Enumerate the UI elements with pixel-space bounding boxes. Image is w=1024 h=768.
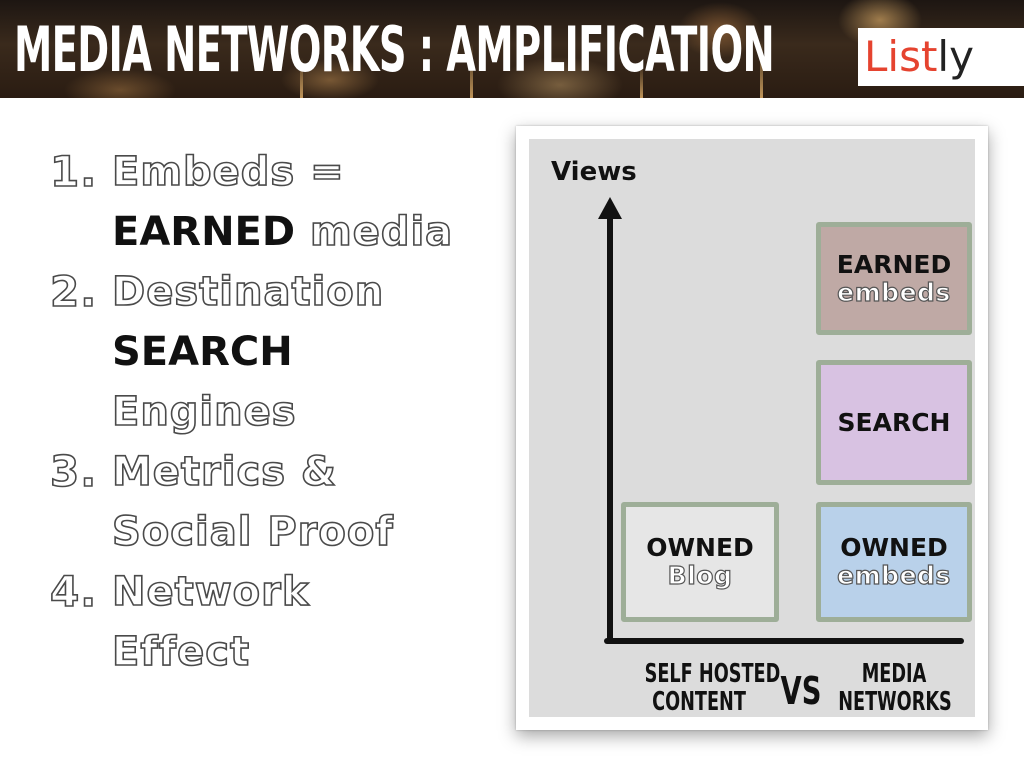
owned-embeds-box: OWNED embeds — [816, 502, 972, 622]
list-item-line: Embeds = — [111, 142, 453, 202]
diagram-frame: Views EARNED embeds SEARCH OWNED embeds … — [516, 126, 988, 730]
light-streak — [760, 38, 763, 98]
list-item-number: 1. — [49, 146, 98, 197]
outline-text: Destination — [111, 268, 385, 316]
list-item-number: 4. — [49, 566, 98, 617]
earned-embeds-box: EARNED embeds — [816, 222, 972, 335]
box-subtitle: Blog — [667, 561, 733, 590]
outline-text: media — [295, 208, 454, 256]
list-item-text: Embeds = EARNED media — [111, 142, 453, 262]
list-item-number: 3. — [49, 446, 98, 497]
outline-text: Social Proof — [111, 508, 394, 556]
box-title: OWNED — [840, 533, 948, 562]
views-diagram: Views EARNED embeds SEARCH OWNED embeds … — [529, 139, 975, 717]
list-item-line: Engines — [111, 382, 384, 442]
light-streak — [640, 63, 643, 98]
list-item-line: Network — [111, 562, 310, 622]
x-label-self-hosted: SELF HOSTED CONTENT — [644, 659, 781, 717]
list-item-line: EARNED media — [112, 202, 453, 262]
box-title: EARNED — [836, 249, 952, 279]
light-streak — [470, 43, 473, 98]
list-item-line: Social Proof — [111, 502, 394, 562]
page-title: MEDIA NETWORKS : AMPLIFICATION — [14, 13, 775, 86]
emphasis-text: EARNED — [112, 209, 296, 255]
x-label-line: SELF HOSTED — [644, 659, 781, 689]
light-streak — [300, 58, 303, 98]
logo-part-ly: ly — [937, 32, 974, 81]
x-label-line: MEDIA — [861, 659, 927, 689]
box-subtitle: embeds — [837, 277, 951, 307]
list-item-line: Effect — [111, 622, 310, 682]
x-label-vs: VS — [780, 669, 822, 713]
outline-text: Network — [111, 568, 310, 616]
header-banner: MEDIA NETWORKS : AMPLIFICATION Listly — [0, 0, 1024, 98]
y-axis-label: Views — [551, 157, 637, 187]
search-box: SEARCH — [816, 360, 972, 485]
list-item-line: Destination — [111, 262, 385, 322]
list-item: 1. Embeds = EARNED media — [49, 142, 490, 262]
emphasis-text: SEARCH — [112, 329, 293, 375]
x-label-line: NETWORKS — [838, 687, 952, 717]
outline-text: Embeds = — [111, 148, 345, 196]
x-label-media-networks: MEDIA NETWORKS — [838, 659, 952, 717]
box-title: OWNED — [646, 533, 754, 562]
listly-logo: Listly — [858, 28, 1024, 86]
list-item: 3. Metrics & Social Proof — [49, 442, 490, 562]
logo-part-list: List — [864, 32, 938, 81]
outline-text: Effect — [111, 628, 251, 676]
list-item-text: Metrics & Social Proof — [111, 442, 394, 562]
x-label-line: CONTENT — [652, 687, 746, 717]
box-subtitle: embeds — [837, 561, 951, 590]
y-axis-arrow-icon — [598, 197, 622, 219]
axes-graphic — [598, 197, 964, 644]
list-item-line: SEARCH — [112, 322, 384, 382]
outline-text: Engines — [111, 388, 297, 436]
list-item-number: 2. — [49, 266, 98, 317]
box-title: SEARCH — [837, 407, 951, 437]
list-item-line: Metrics & — [111, 442, 394, 502]
outline-text: Metrics & — [111, 448, 337, 496]
owned-blog-box: OWNED Blog — [621, 502, 779, 622]
